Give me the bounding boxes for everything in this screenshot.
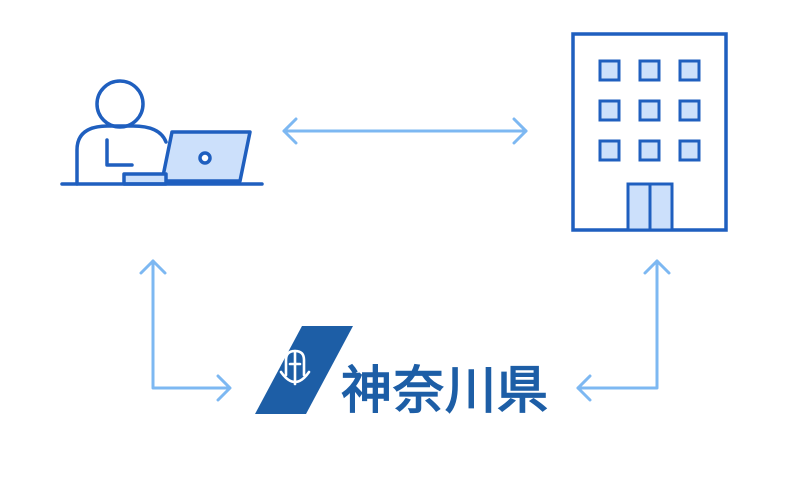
office-building-icon	[571, 32, 728, 232]
emblem-mark	[279, 349, 311, 386]
laptop-dot	[198, 151, 212, 165]
arrow-person-building	[282, 117, 528, 145]
prefecture-name: 神奈川県	[341, 362, 549, 421]
window	[598, 99, 621, 122]
arrowhead-up	[643, 259, 671, 275]
window	[638, 99, 661, 122]
arrow-prefecture-building	[576, 259, 671, 402]
window	[638, 139, 661, 162]
window	[678, 59, 701, 82]
arrowhead-up	[139, 259, 167, 275]
kanagawa-prefecture-emblem: KANAGAWA	[204, 326, 353, 414]
arrow-prefecture-person	[139, 259, 232, 402]
arrowhead-left	[576, 374, 592, 402]
window	[638, 59, 661, 82]
window	[598, 139, 621, 162]
person-head	[95, 79, 145, 129]
arrowhead-right	[216, 374, 232, 402]
arrowhead-left	[282, 117, 298, 145]
person-arm	[105, 138, 134, 167]
emblem-text: KANAGAWA	[204, 403, 252, 411]
window	[598, 59, 621, 82]
person-with-laptop-icon	[60, 79, 264, 186]
window	[678, 99, 701, 122]
arrowhead-right	[512, 117, 528, 145]
window	[678, 139, 701, 162]
building-windows	[598, 59, 701, 162]
person-body	[75, 124, 168, 186]
